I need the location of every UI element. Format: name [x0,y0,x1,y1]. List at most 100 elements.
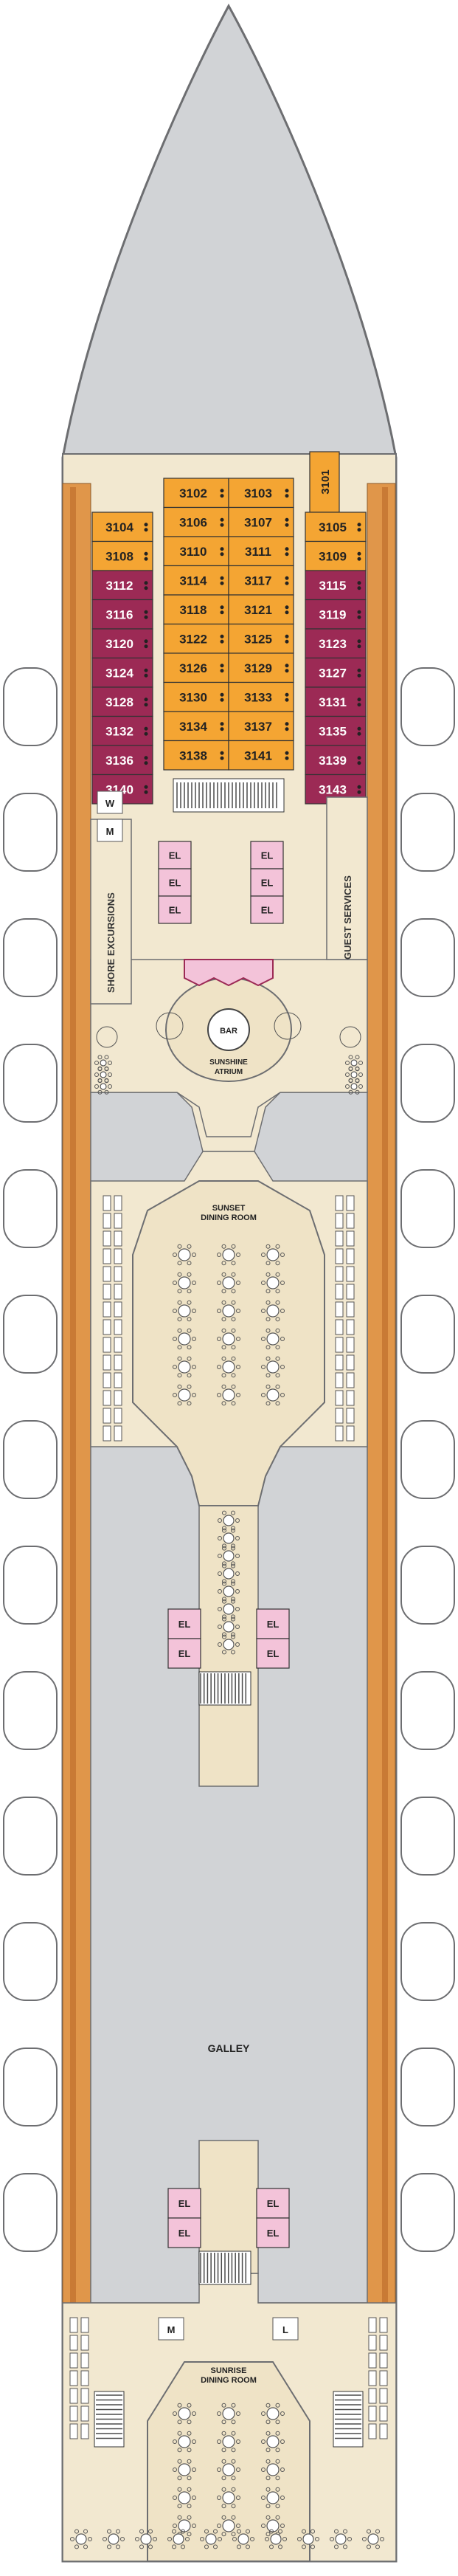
lifeboat-port [3,1044,58,1123]
cabin-number: 3125 [244,632,272,646]
lifeboat-starboard [400,667,455,746]
cabin-number: 3111 [245,545,271,559]
cabin-number: 3108 [105,549,133,563]
cabin-3136[interactable]: 3136 [91,745,153,776]
cabin-3138[interactable]: 3138 [163,740,229,771]
elevator[interactable]: EL [256,1608,290,1639]
cabin-3102[interactable]: 3102 [163,478,229,509]
bar-label: BAR [220,1027,237,1036]
elevator[interactable]: EL [167,1638,201,1669]
elevator[interactable]: EL [250,868,284,897]
elevator[interactable]: EL [158,895,192,924]
cabin-3107[interactable]: 3107 [228,506,294,537]
cabin-number: 3126 [179,661,207,675]
cabin-3139[interactable]: 3139 [305,745,367,776]
svg-text:EL: EL [267,1648,280,1659]
cabin-number: 3141 [244,748,272,762]
washroom-m-top [97,819,123,842]
cabin-3124[interactable]: 3124 [91,657,153,688]
elevator[interactable]: EL [167,2188,201,2219]
atrium-lounge-seats [96,1012,361,1048]
lifeboat-starboard [400,2173,455,2252]
cabin-number: 3135 [319,724,347,738]
aft-elevators: EL EL EL EL [167,2188,290,2248]
svg-text:EL: EL [169,850,181,861]
cabin-number: 3120 [105,637,133,651]
elevator[interactable]: EL [256,1638,290,1669]
cabin-3120[interactable]: 3120 [91,628,153,659]
elevator[interactable]: EL [167,1608,201,1639]
cabin-3122[interactable]: 3122 [163,623,229,654]
cabin-3119[interactable]: 3119 [305,599,367,630]
cabin-3108[interactable]: 3108 [91,540,153,571]
cabin-3106[interactable]: 3106 [163,506,229,537]
lifeboat-starboard [400,1797,455,1876]
cabin-3115[interactable]: 3115 [305,570,367,601]
cabin-3131[interactable]: 3131 [305,686,367,717]
dining-tables [69,1055,388,2549]
lifeboat-starboard [400,1169,455,1248]
cabin-3111[interactable]: 3111 [228,536,294,567]
cabin-3118[interactable]: 3118 [163,594,229,625]
cabin-3101[interactable]: 3101 [309,451,340,513]
cabin-3125[interactable]: 3125 [228,623,294,654]
elevator[interactable]: EL [250,841,284,869]
cabin-3117[interactable]: 3117 [228,565,294,596]
cabin-3127[interactable]: 3127 [305,657,367,688]
lifeboat-starboard [400,1546,455,1625]
cabin-3123[interactable]: 3123 [305,628,367,659]
cabin-3129[interactable]: 3129 [228,652,294,683]
lifeboat-starboard [400,918,455,997]
forward-stairs [173,778,285,813]
elevator[interactable]: EL [158,868,192,897]
cabin-number: 3129 [244,661,272,675]
cabin-3135[interactable]: 3135 [305,715,367,746]
lifeboat-starboard [400,1671,455,1750]
cabin-3132[interactable]: 3132 [91,715,153,746]
elevator[interactable]: EL [250,895,284,924]
cabin-number: 3122 [179,632,207,646]
elevator[interactable]: EL [167,2217,201,2248]
cabin-number: 3132 [105,724,133,738]
cabin-number: 3101 [319,469,332,494]
cabin-3134[interactable]: 3134 [163,711,229,742]
svg-text:EL: EL [267,2228,280,2239]
cabin-3114[interactable]: 3114 [163,565,229,596]
cabin-number: 3118 [180,603,207,617]
cabin-3121[interactable]: 3121 [228,594,294,625]
cabin-3137[interactable]: 3137 [228,711,294,742]
svg-text:EL: EL [178,2198,191,2209]
cabin-number: 3106 [179,515,207,529]
elevator[interactable]: EL [256,2188,290,2219]
lifeboat-port [3,1169,58,1248]
lifeboat-port [3,1546,58,1625]
cabin-3126[interactable]: 3126 [163,652,229,683]
cabin-number: 3124 [105,666,133,680]
cabin-3128[interactable]: 3128 [91,686,153,717]
cabin-number: 3105 [319,520,347,534]
cabin-3109[interactable]: 3109 [305,540,367,571]
cabin-3130[interactable]: 3130 [163,681,229,712]
cabin-3133[interactable]: 3133 [228,681,294,712]
lifeboat-starboard [400,2048,455,2126]
svg-text:EL: EL [178,1648,191,1659]
cabin-3104[interactable]: 3104 [91,512,153,543]
washroom-m-aft [158,2317,184,2341]
elevator[interactable]: EL [256,2217,290,2248]
cabin-3116[interactable]: 3116 [91,599,153,630]
cabin-number: 3112 [106,579,133,593]
cabin-3112[interactable]: 3112 [91,570,153,601]
cabin-3105[interactable]: 3105 [305,512,367,543]
cabin-3141[interactable]: 3141 [228,740,294,771]
cabin-3110[interactable]: 3110 [163,536,229,567]
svg-text:EL: EL [178,1619,191,1630]
aft-side-stairs [94,2391,364,2448]
aft-stairs [198,2250,251,2285]
elevator[interactable]: EL [158,841,192,869]
washroom-m-top-label: M [106,826,114,837]
cabin-3103[interactable]: 3103 [228,478,294,509]
cabin-number: 3128 [105,695,133,709]
cabin-number: 3137 [244,720,272,734]
cabin-number: 3139 [319,754,347,768]
cabin-number: 3131 [319,695,347,709]
